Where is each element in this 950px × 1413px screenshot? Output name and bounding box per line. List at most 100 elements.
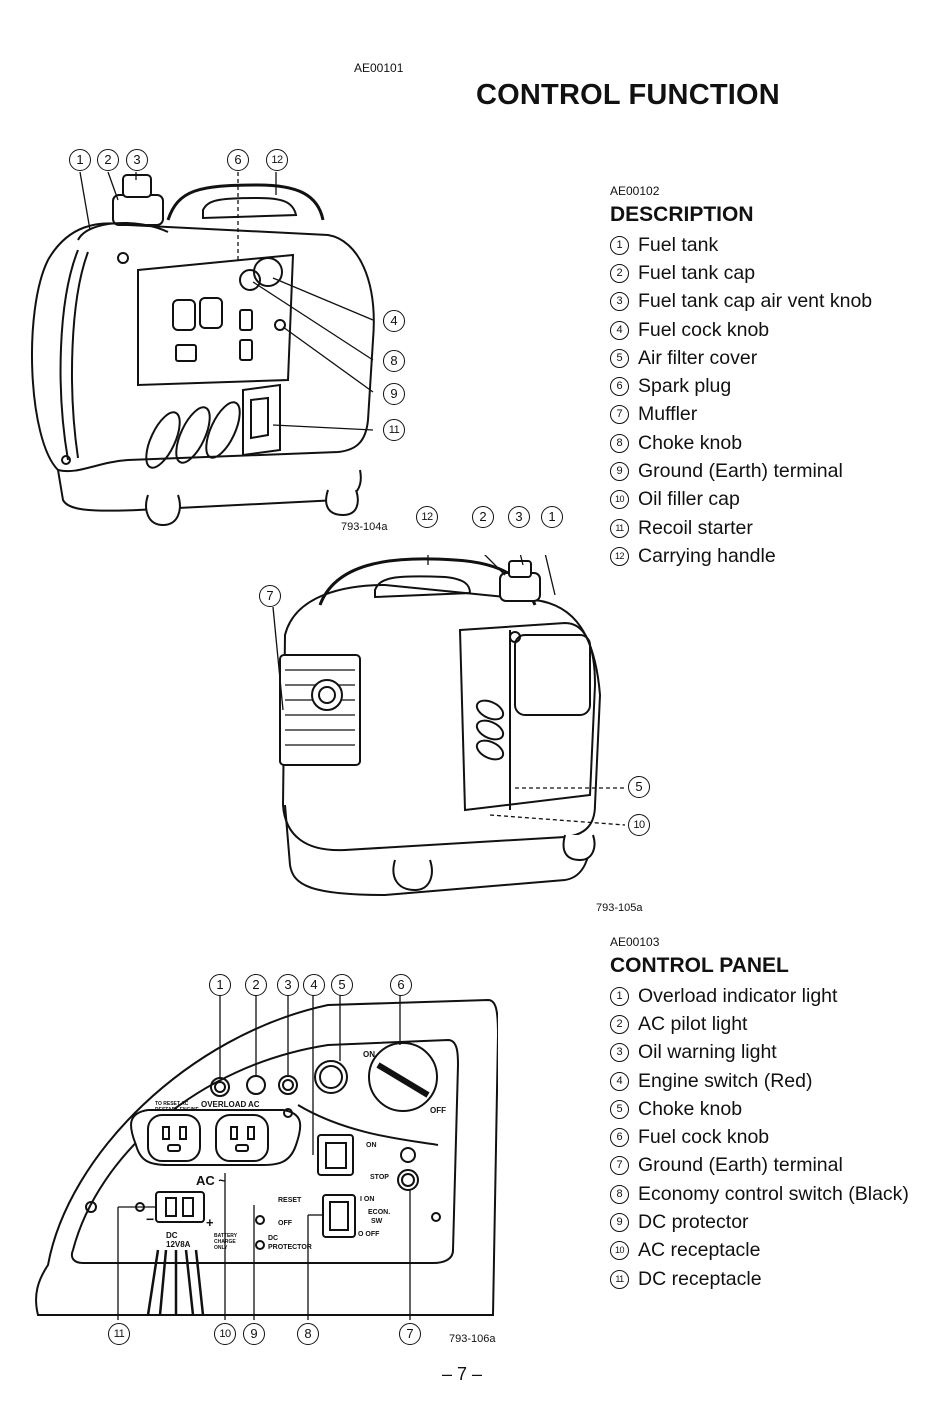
figure-3-top-callout: 6 [390,974,412,996]
description-item-number: 2 [610,263,629,283]
figure-2-callout: 1 [541,506,563,528]
figure-3-code: 793-106a [449,1333,496,1345]
figure-3-bottom-callout: 10 [214,1323,236,1345]
figure-2-code: 793-105a [596,902,643,914]
reset-note-line-2: RESTART ENGINE [155,1107,199,1113]
description-item-label: Choke knob [638,431,743,454]
figure-3-bottom-callout: 11 [108,1323,130,1345]
control-panel-item-number: 4 [610,1071,629,1091]
description-item-number: 3 [610,292,629,312]
ac-symbol-label: AC ~ [196,1173,226,1188]
figure-2-callout: 7 [259,585,281,607]
dc-plus-label: + [206,1215,214,1230]
figure-2-callout: 5 [628,776,650,798]
description-item-label: Recoil starter [638,516,753,539]
description-item-label: Oil filler cap [638,488,740,511]
figure-3-bottom-callout: 8 [297,1323,319,1345]
description-item-number: 7 [610,405,629,425]
generator-front-illustration [30,171,375,527]
figure-3-top-callout: 1 [209,974,231,996]
control-panel-item-label: Overload indicator light [638,984,838,1007]
control-panel-item-label: DC receptacle [638,1267,762,1290]
description-item-number: 5 [610,348,629,368]
figure-2-callout: 10 [628,814,650,836]
reset-label: RESET [278,1197,302,1204]
description-list: 1 Fuel tank 2 Fuel tank cap 3 Fuel tank cap a… [610,231,872,571]
dc-protector-label-1: DC [268,1235,278,1242]
description-item-label: Fuel tank [638,233,719,256]
description-item-label: Spark plug [638,375,732,398]
control-panel-item: 4 Engine switch (Red) [610,1067,909,1095]
description-item-number: 8 [610,433,629,453]
control-panel-item-label: Ground (Earth) terminal [638,1154,843,1177]
description-code: AE00102 [610,184,660,198]
fuel-off-label: OFF [430,1106,446,1115]
control-panel-item: 3 Oil warning light [610,1039,909,1067]
figure-1-callout: 3 [126,149,148,171]
generator-rear-illustration [272,555,625,897]
control-panel-item-number: 2 [610,1014,629,1034]
description-item: 9 Ground (Earth) terminal [610,457,872,485]
description-item-number: 1 [610,235,629,255]
description-item: 2 Fuel tank cap [610,259,872,287]
figure-1-callout: 11 [383,419,405,441]
figure-2-callout: 12 [416,506,438,528]
dc-off-label: OFF [278,1220,293,1227]
dc-rating-label: 12V8A [166,1240,191,1249]
description-item-number: 6 [610,377,629,397]
overload-label: OVERLOAD [201,1100,247,1109]
engine-on-label: ON [366,1142,377,1149]
description-item-label: Fuel tank cap air vent knob [638,290,873,313]
control-panel-item-label: Choke knob [638,1097,743,1120]
description-item-label: Fuel tank cap [638,261,756,284]
figure-3-bottom-callout: 9 [243,1323,265,1345]
figure-1-callout: 1 [69,149,91,171]
control-panel-item: 7 Ground (Earth) terminal [610,1152,909,1180]
control-panel-item-label: AC receptacle [638,1239,761,1262]
description-item-number: 11 [610,518,629,538]
figure-3-top-callout: 3 [277,974,299,996]
description-item: 11 Recoil starter [610,514,872,542]
description-heading: DESCRIPTION [610,203,754,226]
figure-3-top-callout: 2 [245,974,267,996]
description-item-label: Ground (Earth) terminal [638,460,843,483]
figure-1-callout: 2 [97,149,119,171]
ac-pilot-label: AC [248,1100,260,1109]
control-panel-item-number: 3 [610,1043,629,1063]
control-panel-item-number: 11 [610,1269,629,1289]
dc-protector-label-2: PROTECTOR [268,1244,312,1251]
description-item-number: 4 [610,320,629,340]
figure-1-callout: 12 [266,149,288,171]
figure-2-callout: 3 [508,506,530,528]
control-panel-item: 10 AC receptacle [610,1237,909,1265]
description-item: 10 Oil filler cap [610,486,872,514]
control-panel-code: AE00103 [610,935,660,949]
control-panel-item-label: Oil warning light [638,1041,777,1064]
figure-1-callout: 6 [227,149,249,171]
description-item-label: Fuel cock knob [638,318,770,341]
econ-label-2: SW [371,1218,383,1225]
description-item: 1 Fuel tank [610,231,872,259]
econ-off-label: O OFF [358,1231,380,1238]
description-item-label: Carrying handle [638,544,776,567]
figure-1-code: 793-104a [341,521,388,533]
control-panel-item-number: 7 [610,1156,629,1176]
control-panel-item-number: 6 [610,1128,629,1148]
battery-label-1: BATTERY [214,1233,238,1239]
control-panel-item-label: Engine switch (Red) [638,1069,813,1092]
figure-2-callout: 2 [472,506,494,528]
figure-3-top-callout: 5 [331,974,353,996]
description-item-number: 10 [610,490,629,510]
description-item-number: 9 [610,462,629,482]
control-panel-item-number: 10 [610,1241,629,1261]
figure-3-top-callout: 4 [303,974,325,996]
econ-on-label: I ON [360,1196,374,1203]
